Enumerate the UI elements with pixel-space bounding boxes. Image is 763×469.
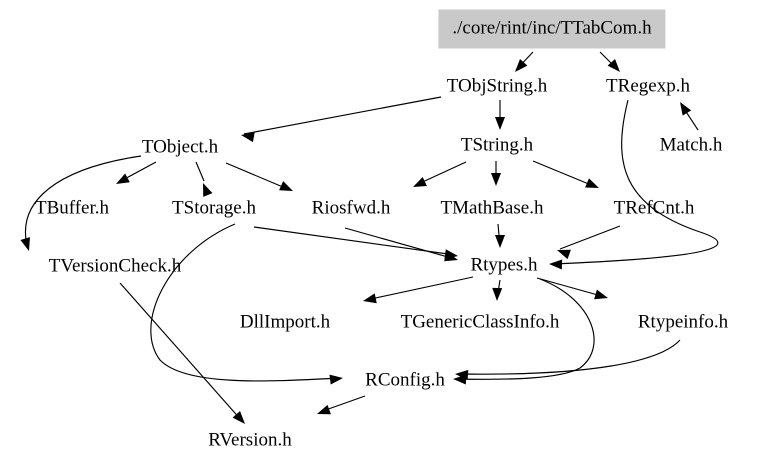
edge-rtypes-dllimport [365,276,474,301]
arrowhead-tobject-tstorage [203,183,213,197]
arrowhead-tobject-riosfwd [279,181,293,191]
arrowhead-tstring-tmathbase [491,173,501,186]
arrowhead-tobject-tbuffer [116,173,130,184]
edge-tversioncheck-rversion [119,282,243,422]
node-dllimport[interactable]: DllImport.h [239,311,331,333]
arrowhead-tversioncheck-rversion [232,410,245,424]
node-tobjstring[interactable]: TObjString.h [446,75,548,97]
node-trefcnt[interactable]: TRefCnt.h [613,197,695,219]
node-rtypes[interactable]: Rtypes.h [470,254,538,276]
arrowhead-riosfwd-rtypes [444,251,458,262]
arrowhead-tregexp-rtypes [549,259,563,270]
arrowhead-tstorage-rconfig [329,374,343,385]
edge-rtypes-rtypeinfo [536,277,606,298]
arrowhead-rtypes-tgenericclassinfo [492,287,503,301]
node-rtypeinfo[interactable]: Rtypeinfo.h [637,311,729,333]
arrowhead-rtypes-dllimport [363,293,377,304]
node-tstorage[interactable]: TStorage.h [172,197,256,219]
node-tgenericclassinfo[interactable]: TGenericClassInfo.h [400,311,560,333]
node-tversioncheck[interactable]: TVersionCheck.h [48,255,182,277]
arrowhead-rconfig-rversion [317,404,331,415]
edge-tstorage-rconfig [150,223,341,382]
edge-tstorage-rtypes [253,226,456,256]
node-match[interactable]: Match.h [659,134,723,156]
node-rconfig[interactable]: RConfig.h [365,369,445,391]
arrowhead-tregexp-match [680,102,692,116]
arrowhead-tstring-riosfwd [413,176,427,187]
arrowhead-tobjstring-tobject [241,132,255,143]
edge-tobject-tversioncheck [25,155,142,250]
arrowhead-rtypeinfo-rconfig [455,369,469,380]
edge-rtypeinfo-rconfig [457,339,681,375]
arrowhead-tstring-trefcnt [585,178,599,188]
node-riosfwd[interactable]: Riosfwd.h [311,197,391,219]
node-tbuffer[interactable]: TBuffer.h [34,197,110,219]
node-tstring[interactable]: TString.h [460,134,534,156]
edge-trefcnt-rtypes [559,225,621,250]
node-tregexp[interactable]: TRegexp.h [606,75,690,97]
arrowhead-rtypes-rtypeinfo [594,289,608,300]
arrowhead-tobjstring-tstring [495,117,505,130]
edge-rtypes-rconfig [455,278,595,380]
node-tobject[interactable]: TObject.h [141,136,219,158]
arrowhead-root-tobjstring [515,58,528,72]
node-tmathbase[interactable]: TMathBase.h [440,197,544,219]
edge-tstring-trefcnt [532,160,597,188]
node-rversion[interactable]: RVersion.h [208,429,292,451]
arrowhead-tmathbase-rtypes [495,235,505,248]
root-node-root[interactable]: ./core/rint/inc/TTabCom.h [438,9,666,49]
arrowhead-tobject-tversioncheck [20,237,30,251]
edge-tobject-riosfwd [225,162,291,191]
edge-tobject-tstorage [195,161,205,182]
edge-tregexp-rtypes [551,99,719,265]
edge-tobjstring-tobject [243,96,442,135]
arrowhead-root-tregexp [607,58,620,72]
arrowhead-trefcnt-rtypes [557,249,571,260]
edge-riosfwd-rtypes [344,227,456,260]
